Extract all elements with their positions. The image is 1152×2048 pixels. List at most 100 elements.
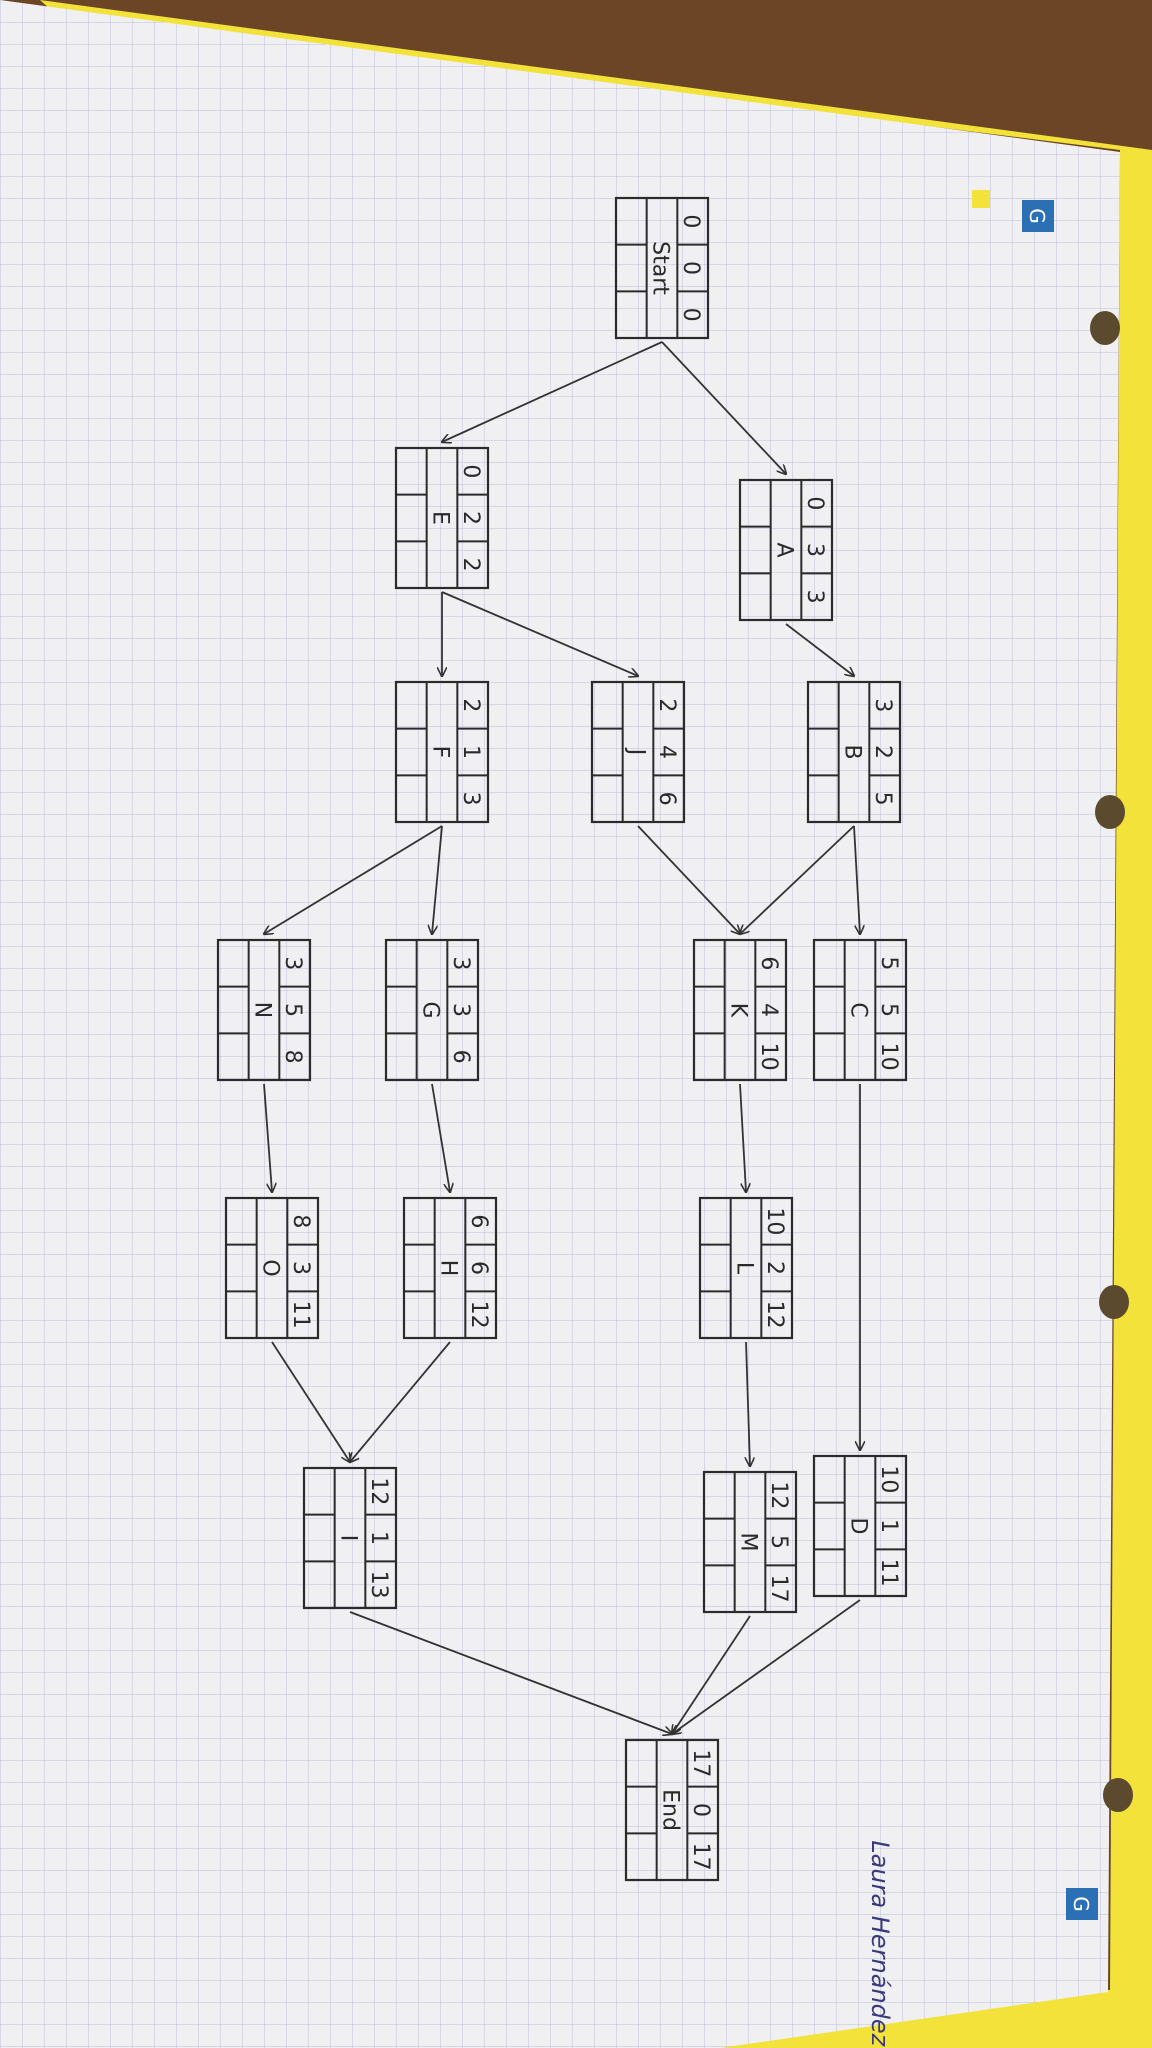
edge-a-b bbox=[785, 623, 854, 676]
node-ef: 10 bbox=[756, 1043, 781, 1071]
edge-j-k bbox=[637, 825, 740, 934]
node-n: 3 5 8 N bbox=[216, 938, 312, 1082]
node-box bbox=[812, 1454, 908, 1598]
edge-o-i bbox=[271, 1341, 350, 1462]
node-label: M bbox=[735, 1533, 760, 1552]
node-o: 8 3 11 O bbox=[224, 1196, 320, 1340]
node-dur: 1 bbox=[458, 745, 483, 759]
node-ef: 3 bbox=[802, 590, 827, 604]
node-label: N bbox=[249, 1002, 274, 1018]
node-dur: 4 bbox=[756, 1003, 781, 1017]
node-label: A bbox=[771, 542, 796, 557]
node-es: 3 bbox=[448, 956, 473, 970]
node-ef: 13 bbox=[366, 1571, 391, 1599]
edge-b-c bbox=[853, 825, 860, 934]
node-es: 17 bbox=[688, 1749, 713, 1777]
node-box bbox=[692, 938, 788, 1082]
node-es: 12 bbox=[366, 1477, 391, 1505]
node-ef: 0 bbox=[678, 308, 703, 322]
node-es: 6 bbox=[756, 956, 781, 970]
node-box bbox=[698, 1196, 794, 1340]
node-dur: 3 bbox=[802, 543, 827, 557]
binder-holes bbox=[1090, 311, 1133, 1812]
node-box bbox=[812, 938, 908, 1082]
node-ef: 5 bbox=[870, 792, 895, 806]
node-label: J bbox=[623, 747, 648, 756]
node-label: K bbox=[725, 1003, 750, 1018]
node-box bbox=[806, 680, 902, 824]
node-dur: 3 bbox=[288, 1261, 313, 1275]
node-ef: 11 bbox=[288, 1301, 313, 1329]
node-k: 6 4 10 K bbox=[692, 938, 788, 1082]
node-es: 3 bbox=[280, 956, 305, 970]
node-dur: 3 bbox=[448, 1003, 473, 1017]
node-dur: 1 bbox=[366, 1531, 391, 1545]
node-dur: 0 bbox=[688, 1803, 713, 1817]
node-box bbox=[738, 478, 834, 622]
node-dur: 6 bbox=[466, 1261, 491, 1275]
node-es: 6 bbox=[466, 1214, 491, 1228]
node-dur: 2 bbox=[762, 1261, 787, 1275]
node-box bbox=[384, 938, 480, 1082]
node-ef: 2 bbox=[458, 558, 483, 572]
node-box bbox=[216, 938, 312, 1082]
edge-i-end bbox=[349, 1611, 672, 1734]
node-label: Start bbox=[647, 241, 672, 295]
node-es: 0 bbox=[802, 496, 827, 510]
node-ef: 17 bbox=[766, 1575, 791, 1603]
node-ef: 12 bbox=[762, 1301, 787, 1329]
brand-logo-top: G bbox=[972, 190, 1054, 232]
node-label: B bbox=[839, 744, 864, 759]
edge-k-l bbox=[739, 1083, 746, 1192]
node-es: 2 bbox=[654, 698, 679, 712]
node-label: C bbox=[845, 1002, 870, 1017]
node-box bbox=[590, 680, 686, 824]
node-label: E bbox=[427, 511, 452, 525]
author-name: Laura Hernández Téuet bbox=[866, 1840, 894, 2048]
node-dur: 5 bbox=[280, 1003, 305, 1017]
node-label: G bbox=[417, 1001, 442, 1018]
brand-mark-top: G bbox=[1025, 208, 1049, 224]
node-ef: 17 bbox=[688, 1843, 713, 1871]
node-dur: 4 bbox=[654, 745, 679, 759]
node-box bbox=[394, 680, 490, 824]
node-dur: 2 bbox=[870, 745, 895, 759]
node-es: 12 bbox=[766, 1481, 791, 1509]
node-ef: 10 bbox=[876, 1043, 901, 1071]
node-box bbox=[224, 1196, 320, 1340]
node-label: L bbox=[731, 1262, 756, 1275]
node-ef: 12 bbox=[466, 1301, 491, 1329]
edge-n-o bbox=[263, 1083, 272, 1192]
node-es: 0 bbox=[678, 214, 703, 228]
node-box bbox=[702, 1470, 798, 1614]
node-es: 0 bbox=[458, 464, 483, 478]
edge-b-k bbox=[740, 825, 855, 934]
brand-logo-bottom: G bbox=[1066, 1888, 1098, 1920]
node-es: 8 bbox=[288, 1214, 313, 1228]
edge-f-n bbox=[264, 825, 443, 934]
node-label: D bbox=[845, 1518, 870, 1535]
brand-mark-bottom: G bbox=[1069, 1896, 1093, 1912]
edge-start-e bbox=[442, 341, 663, 442]
node-dur: 5 bbox=[876, 1003, 901, 1017]
node-label: O bbox=[257, 1259, 282, 1276]
edge-l-m bbox=[746, 1341, 750, 1466]
node-box bbox=[394, 446, 490, 590]
node-box bbox=[402, 1196, 498, 1340]
node-label: End bbox=[657, 1789, 682, 1831]
node-ef: 11 bbox=[876, 1559, 901, 1587]
network-edges bbox=[263, 341, 860, 1734]
node-ef: 8 bbox=[280, 1050, 305, 1064]
